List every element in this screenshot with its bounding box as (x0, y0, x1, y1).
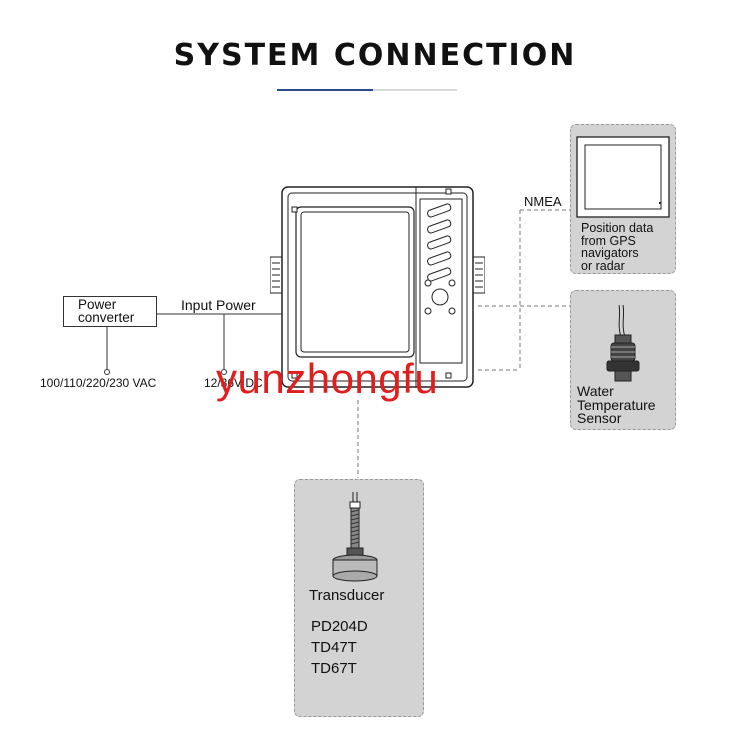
power-converter-line2: converter (78, 310, 135, 325)
transducer-icon (332, 492, 378, 582)
transducer-title: Transducer (309, 587, 385, 604)
gps-panel-text: Position data from GPS navigators or rad… (581, 222, 653, 272)
title-underline-accent (277, 89, 373, 91)
dc-voltage-label: 12/36V DC (204, 376, 263, 390)
nmea-label: NMEA (524, 194, 562, 209)
sensor-text-line3: Sensor (577, 410, 622, 426)
gps-display-panel: Position data from GPS navigators or rad… (570, 124, 676, 274)
page-title: SYSTEM CONNECTION (173, 38, 577, 73)
monitor-icon (576, 136, 670, 218)
ac-voltage-label: 100/110/220/230 VAC (40, 376, 157, 390)
transducer-models: PD204D TD47T TD67T (311, 616, 368, 679)
gps-text-line2: from GPS (581, 233, 636, 248)
gps-text-line3: navigators (581, 246, 639, 260)
gps-text-line4: or radar (581, 258, 625, 273)
sensor-text-line1: Water (577, 383, 614, 399)
transducer-model-3: TD67T (311, 660, 357, 677)
fishfinder-unit (270, 185, 485, 390)
power-converter-label: Power converter (78, 297, 135, 325)
transducer-model-2: TD47T (311, 639, 357, 656)
transducer-model-1: PD204D (311, 618, 368, 635)
power-converter-box: Power converter (63, 296, 157, 327)
sensor-text-line2: Temperature (577, 396, 656, 413)
watermark-text: yunzhongfu (216, 355, 439, 402)
input-power-label: Input Power (181, 297, 256, 313)
temperature-sensor-panel: Water Temperature Sensor (570, 290, 676, 430)
transducer-panel: Transducer PD204D TD47T TD67T (294, 479, 424, 717)
power-converter-line1: Power (78, 297, 117, 312)
gps-text-line1: Position data (581, 221, 654, 235)
sensor-panel-text: Water Temperature Sensor (577, 383, 656, 426)
temperature-sensor-icon (606, 304, 640, 382)
